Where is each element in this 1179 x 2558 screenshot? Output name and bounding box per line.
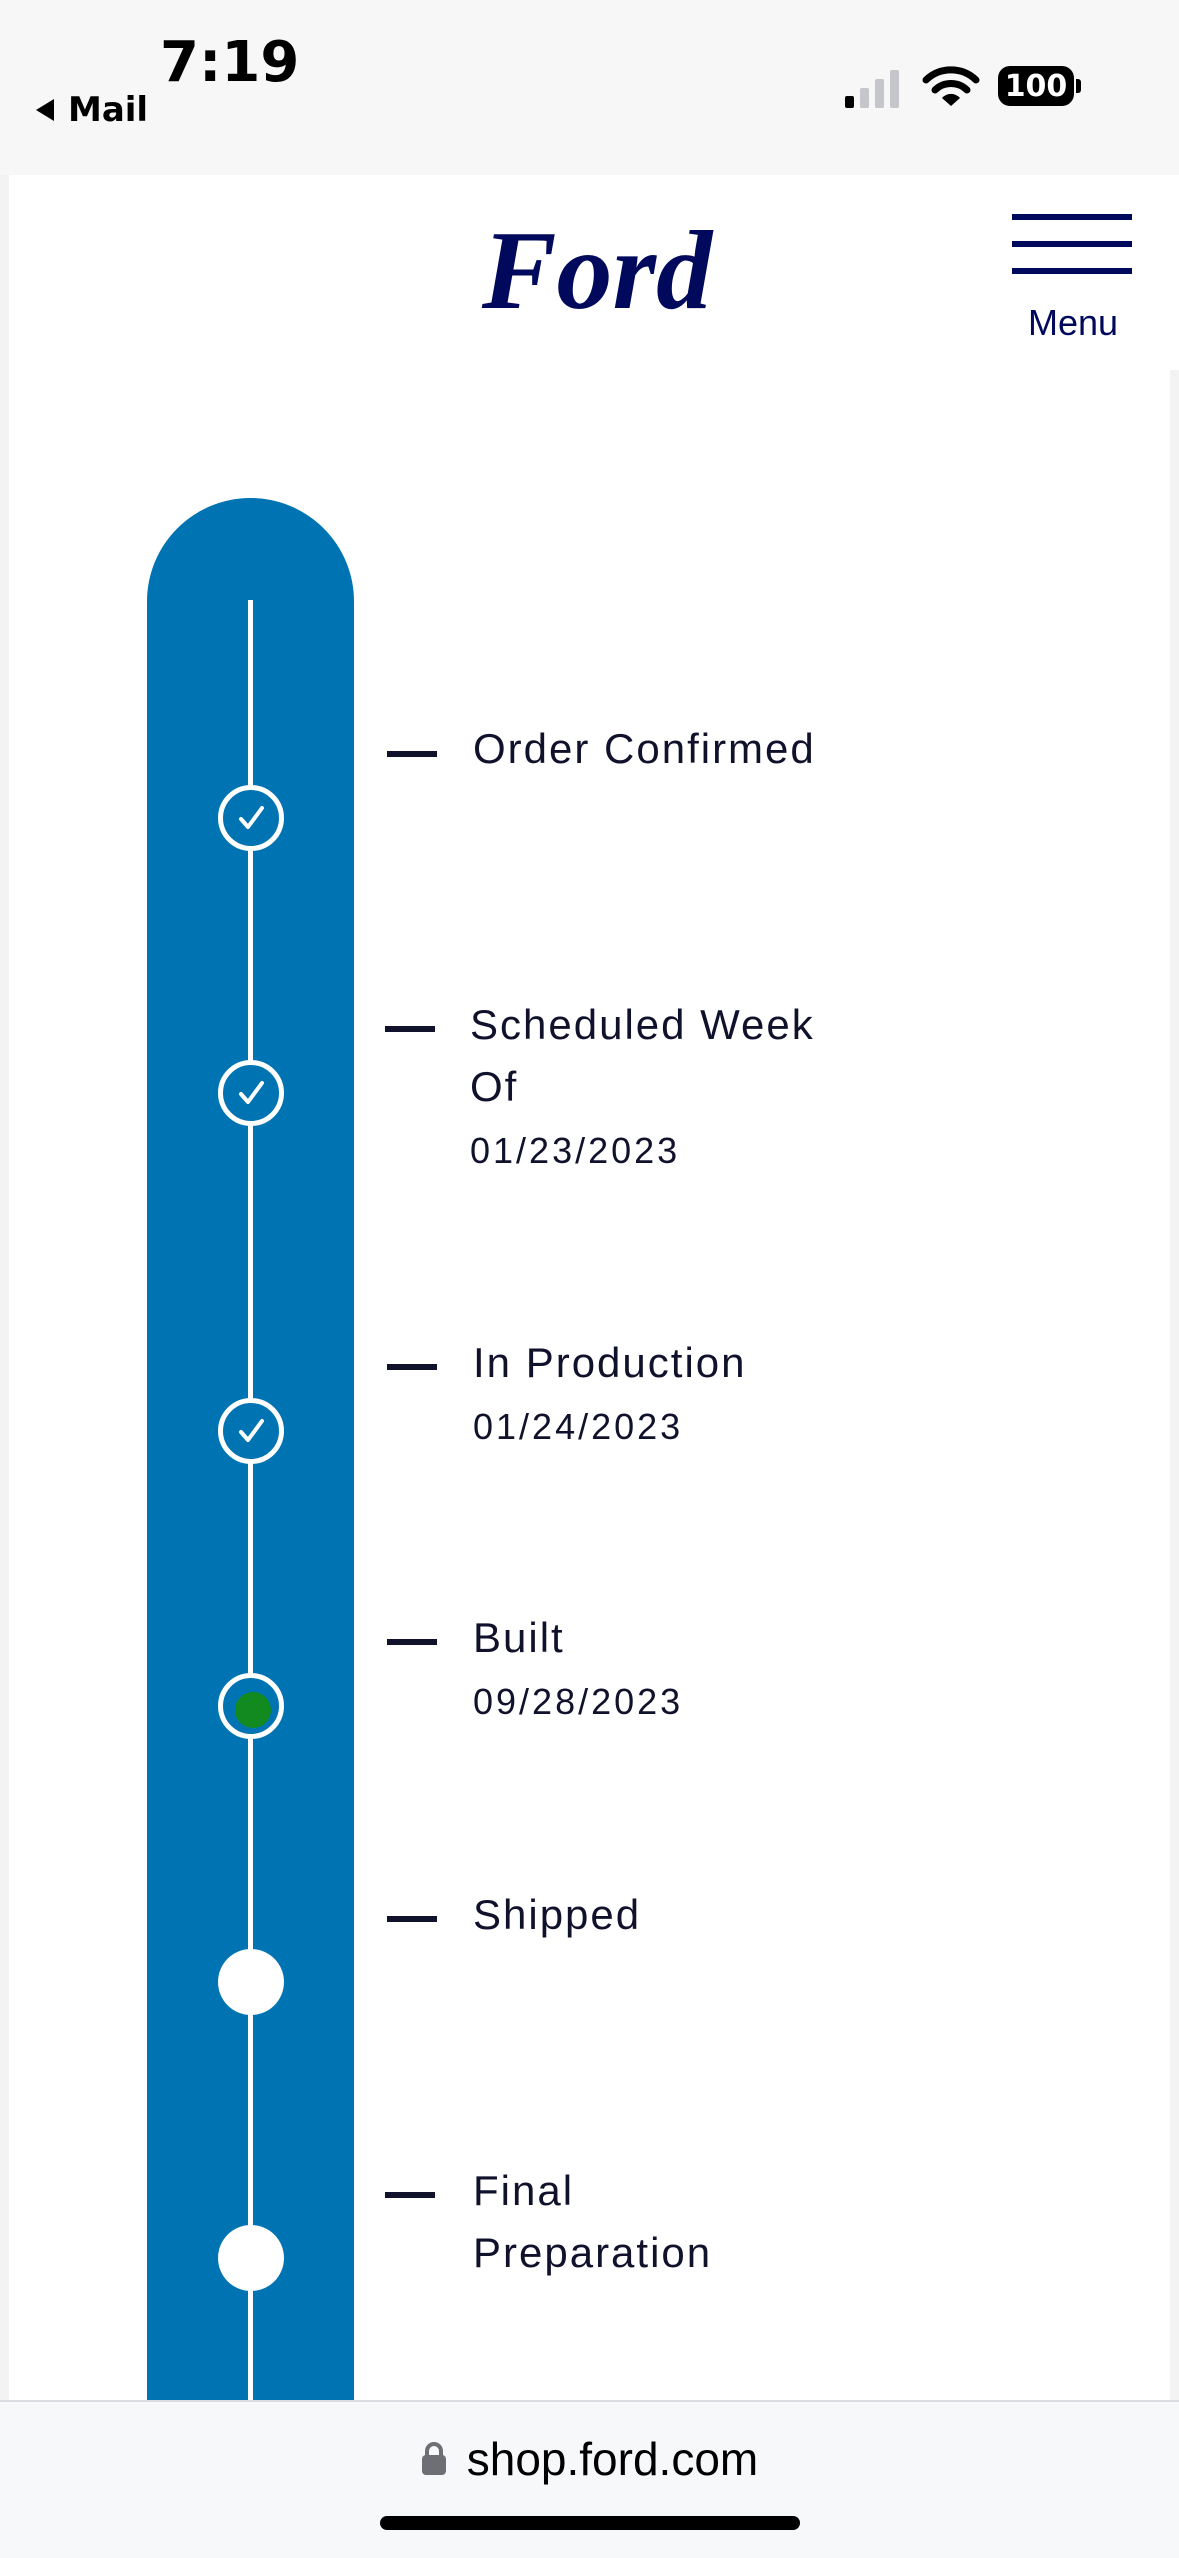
- checkmark-icon: [239, 1419, 264, 1442]
- back-to-mail-button[interactable]: Mail: [36, 90, 148, 130]
- page-edge: [1170, 370, 1179, 2400]
- step-label-built: Built: [473, 1614, 565, 1661]
- lock-icon: [421, 2442, 446, 2475]
- battery-nub: [1076, 79, 1081, 93]
- hamburger-icon-line: [1012, 241, 1132, 247]
- hamburger-icon-line: [1012, 268, 1132, 274]
- step-label-line: Of: [470, 1063, 519, 1110]
- page-edge: [0, 175, 9, 2400]
- step-label-line: Scheduled Week: [470, 1001, 815, 1048]
- step-label-order-confirmed: Order Confirmed: [473, 725, 816, 772]
- step-dash: [387, 1364, 437, 1370]
- wifi-icon: [922, 66, 980, 106]
- status-bar: 7:19 Mail 100: [0, 0, 1179, 175]
- back-arrow-icon: [36, 99, 54, 121]
- status-time: 7:19: [160, 30, 300, 95]
- order-timeline-line: [248, 600, 253, 2400]
- checkmark-icon: [239, 1081, 264, 1104]
- step-dash: [387, 1916, 437, 1922]
- cellular-signal-icon: [845, 70, 899, 108]
- step-date-built: 09/28/2023: [473, 1681, 684, 1722]
- menu-label: Menu: [1027, 302, 1119, 343]
- step-label-shipped: Shipped: [473, 1891, 642, 1938]
- step-label-final-preparation: Final Preparation: [473, 2160, 993, 2284]
- step-dash: [387, 751, 437, 757]
- step-complete-icon: [218, 785, 284, 851]
- step-current-icon: [218, 1673, 284, 1739]
- step-label-line: Preparation: [473, 2229, 713, 2276]
- step-complete-icon: [218, 1060, 284, 1126]
- current-status-dot: [235, 1692, 271, 1728]
- ford-logo[interactable]: Ford: [452, 216, 742, 336]
- step-pending-icon: [218, 1949, 284, 2015]
- step-label-line: Final: [473, 2167, 575, 2214]
- hamburger-icon-line: [1012, 214, 1132, 220]
- step-dash: [387, 1639, 437, 1645]
- step-dash: [385, 2192, 435, 2198]
- step-pending-icon: [218, 2225, 284, 2291]
- browser-url-bar[interactable]: shop.ford.com: [0, 2400, 1179, 2558]
- battery-icon: 100: [998, 66, 1074, 106]
- step-date-in-production: 01/24/2023: [473, 1406, 684, 1447]
- step-label-scheduled-week: Scheduled Week Of: [470, 994, 990, 1118]
- checkmark-icon: [239, 806, 264, 829]
- home-indicator[interactable]: [380, 2516, 800, 2530]
- battery-level: 100: [1004, 68, 1068, 104]
- menu-button[interactable]: Menu: [1008, 210, 1138, 350]
- url-text: shop.ford.com: [466, 2433, 759, 2485]
- url-display[interactable]: shop.ford.com: [0, 2432, 1179, 2486]
- back-app-label: Mail: [68, 90, 149, 130]
- step-complete-icon: [218, 1398, 284, 1464]
- ford-logo-text: Ford: [481, 216, 714, 333]
- step-label-in-production: In Production: [473, 1339, 747, 1386]
- step-date-scheduled: 01/23/2023: [470, 1130, 681, 1171]
- step-dash: [385, 1026, 435, 1032]
